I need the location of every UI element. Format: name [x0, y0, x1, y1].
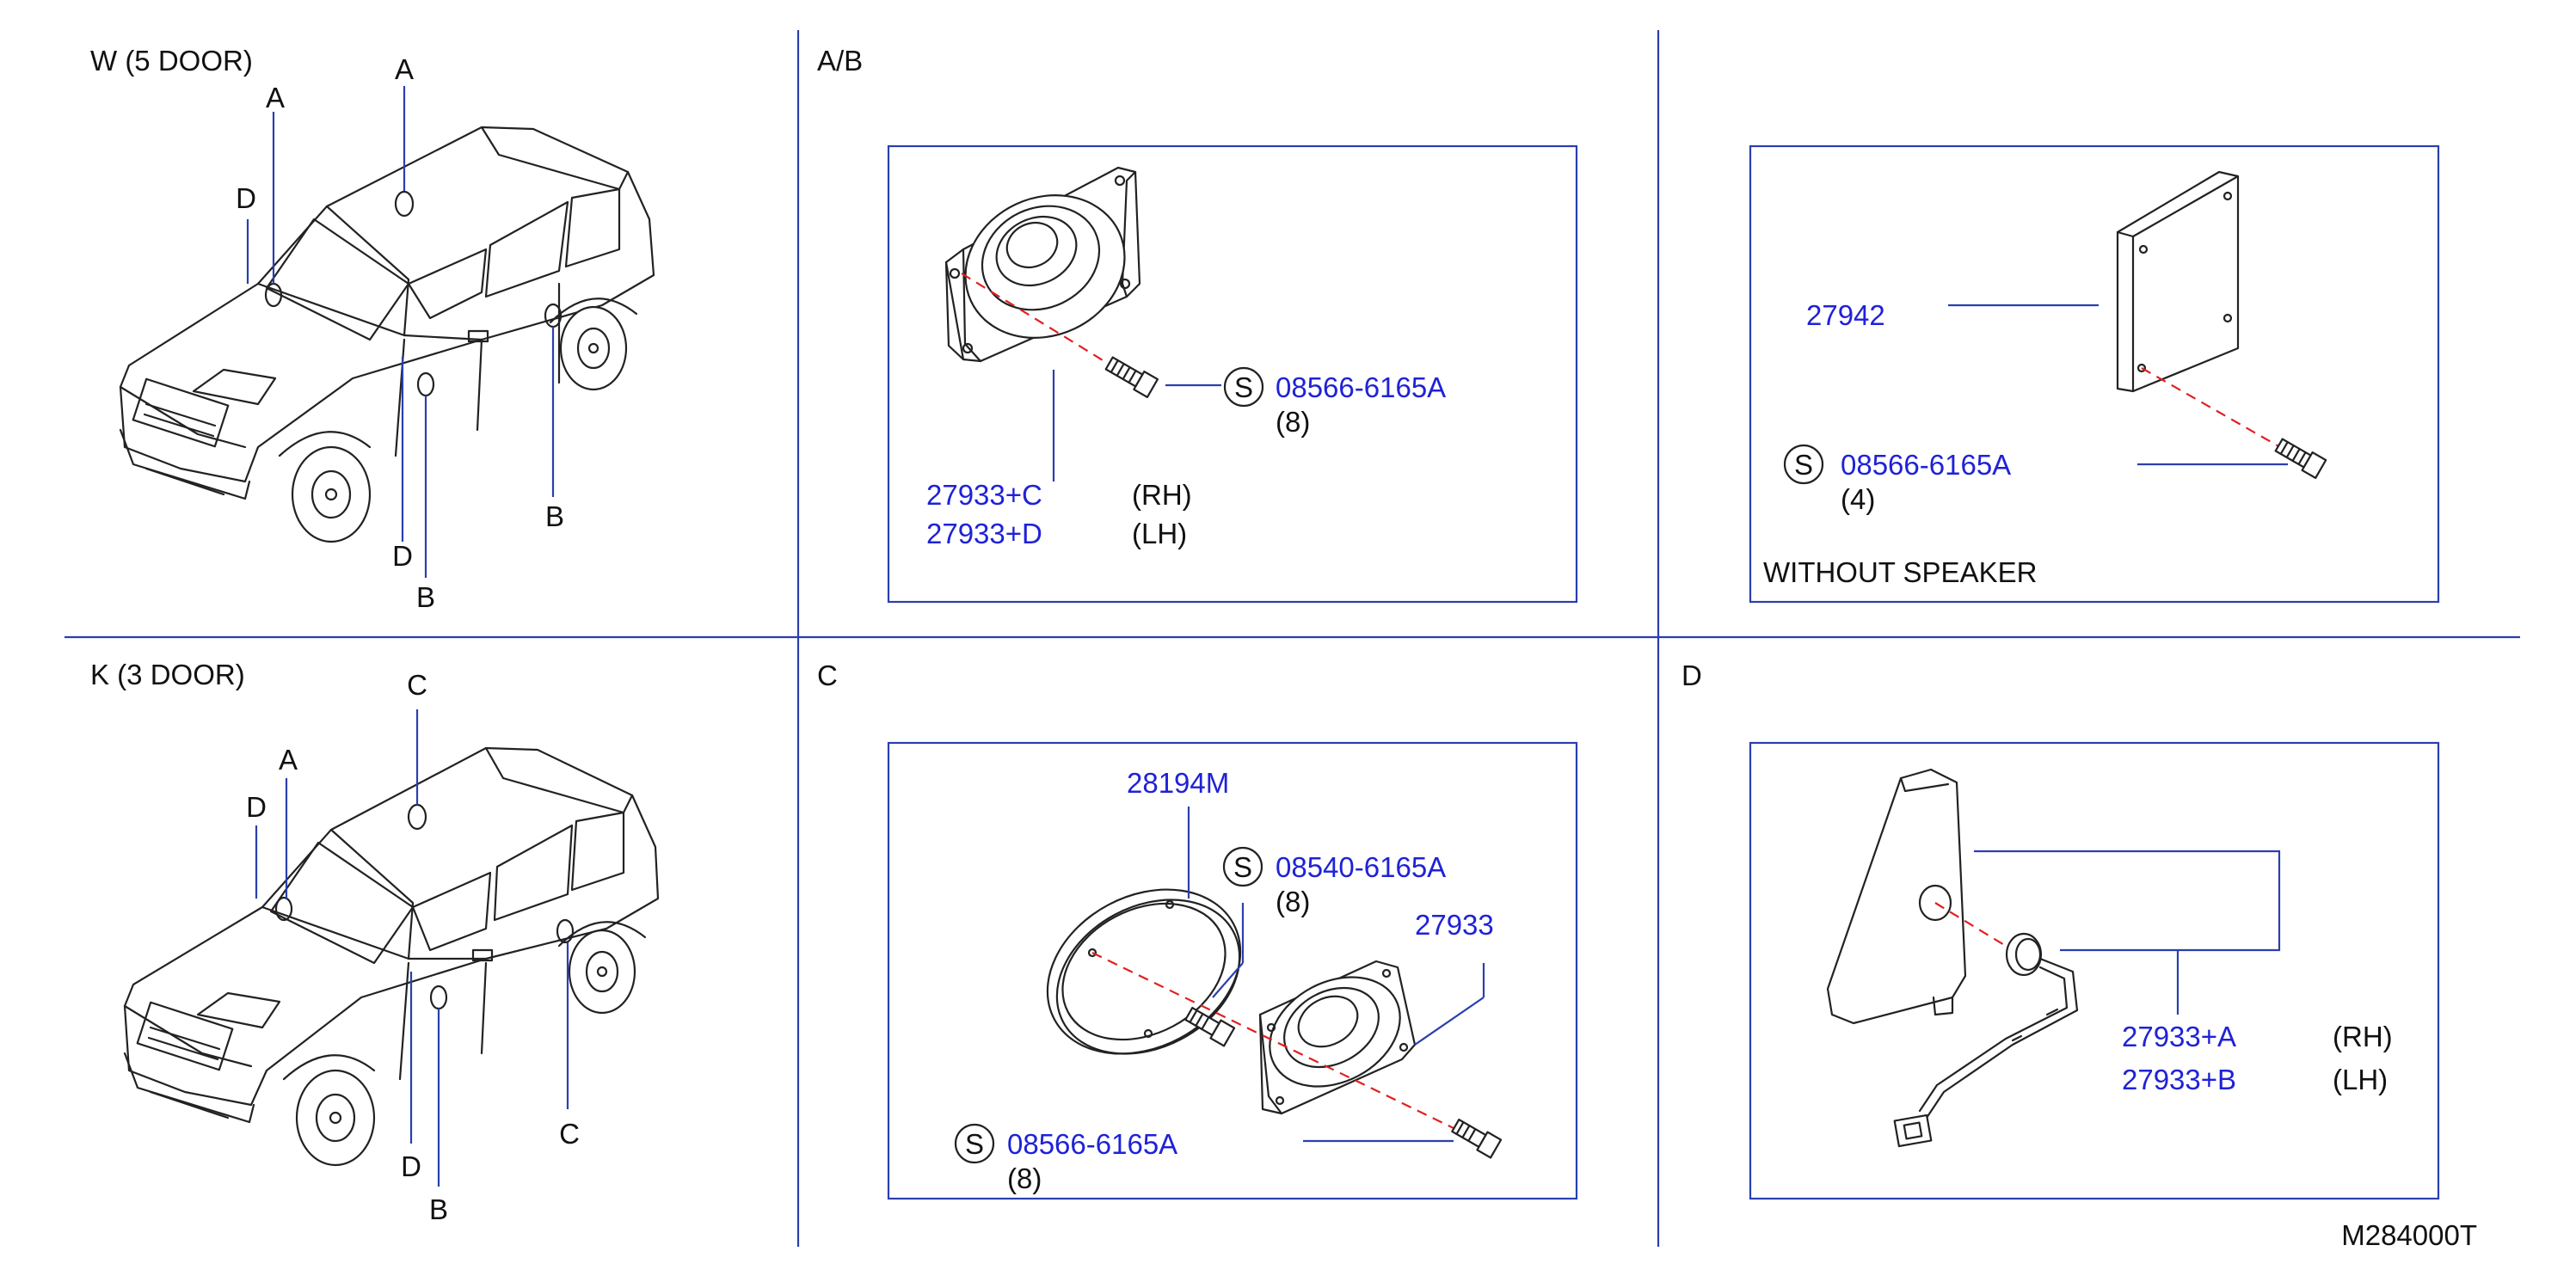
d-part-rh: 27933+A	[2122, 1021, 2236, 1052]
c-ring-part-number: 28194M	[1127, 767, 1229, 799]
callout-w-d: D	[236, 182, 256, 214]
ab-screw-symbol-circle	[1223, 366, 1264, 408]
speaker-location-c-rear	[556, 918, 575, 944]
ab-lh: (LH)	[1132, 518, 1187, 549]
c-speaker-part-number: 27933	[1415, 909, 1494, 941]
c-bottom-screw-symbol: S	[965, 1128, 984, 1160]
callout-k-a: A	[279, 744, 298, 776]
c-bottom-screw-qty: (8)	[1007, 1163, 1042, 1194]
ab-speaker-bracket	[944, 166, 1159, 398]
speaker-location-a-pillar	[274, 896, 293, 922]
c-top-screw-qty: (8)	[1276, 886, 1310, 917]
ab-screw-symbol: S	[1234, 371, 1253, 403]
callout-w-top-a: A	[395, 53, 414, 85]
title-k-3door: K (3 DOOR)	[90, 659, 245, 690]
callout-w-b-low: B	[416, 581, 435, 613]
callout-k-d-low: D	[401, 1150, 421, 1182]
ab-screw-part-number: 08566-6165A	[1276, 371, 1446, 403]
callout-k-d: D	[246, 791, 267, 823]
d-detail-frame	[1749, 741, 2440, 1200]
title-d: D	[1681, 659, 1702, 691]
title-ab: A/B	[817, 45, 863, 77]
c-leaders	[1187, 807, 1485, 1143]
cover-plate	[2116, 170, 2327, 479]
callout-w-d-low: D	[392, 540, 413, 572]
c-bottom-screw-symbol-circle	[954, 1123, 995, 1164]
c-top-screw-part-number: 08540-6165A	[1276, 851, 1446, 883]
speaker-location-a-roof	[394, 190, 415, 218]
d-tweeter-assembly	[1826, 768, 2079, 1148]
cover-screw-qty: (4)	[1841, 483, 1875, 515]
cover-leaders	[1948, 304, 2288, 466]
title-c: C	[817, 659, 838, 691]
ab-leaders	[1052, 370, 1221, 482]
diagram-id: M284000T	[2341, 1219, 2477, 1251]
ab-part-rh: 27933+C	[926, 479, 1042, 511]
vehicle-5door-illustration	[119, 126, 655, 543]
vehicle-3door-illustration	[123, 746, 660, 1167]
c-bottom-screw-part-number: 08566-6165A	[1007, 1128, 1177, 1160]
ab-part-lh: 27933+D	[926, 518, 1042, 549]
speaker-location-c-roof	[407, 803, 427, 831]
c-detail-frame	[887, 741, 1578, 1200]
d-lh: (LH)	[2333, 1064, 2388, 1095]
cover-part-number: 27942	[1806, 299, 1885, 331]
c-top-screw-symbol-circle	[1222, 846, 1263, 887]
callout-w-b-right: B	[545, 500, 564, 532]
title-w-5door: W (5 DOOR)	[90, 45, 253, 77]
callout-k-b-low: B	[429, 1193, 448, 1225]
speaker-location-b-door	[429, 985, 448, 1010]
grid-dividers	[65, 30, 2520, 1247]
ab-screw-qty: (8)	[1276, 406, 1310, 438]
cover-detail-frame	[1749, 144, 2440, 604]
speaker-location-b-front	[416, 371, 435, 397]
c-top-screw-symbol: S	[1233, 851, 1252, 883]
callout-k-c-right: C	[559, 1118, 580, 1150]
callout-w-a: A	[266, 82, 285, 113]
callout-k-c-top: C	[407, 669, 427, 701]
cover-note: WITHOUT SPEAKER	[1763, 556, 2037, 588]
ab-detail-frame	[887, 144, 1578, 604]
d-leaders	[1974, 850, 2281, 1015]
cover-screw-symbol: S	[1794, 449, 1813, 481]
ab-rh: (RH)	[1132, 479, 1192, 511]
d-part-lh: 27933+B	[2122, 1064, 2236, 1095]
c-speaker-assembly	[1046, 888, 1503, 1159]
cover-screw-symbol-circle	[1783, 444, 1824, 485]
vehicle-3door-leaders	[255, 709, 569, 1187]
vehicle-5door-leaders	[246, 86, 555, 578]
cover-screw-part-number: 08566-6165A	[1841, 449, 2011, 481]
d-rh: (RH)	[2333, 1021, 2393, 1052]
